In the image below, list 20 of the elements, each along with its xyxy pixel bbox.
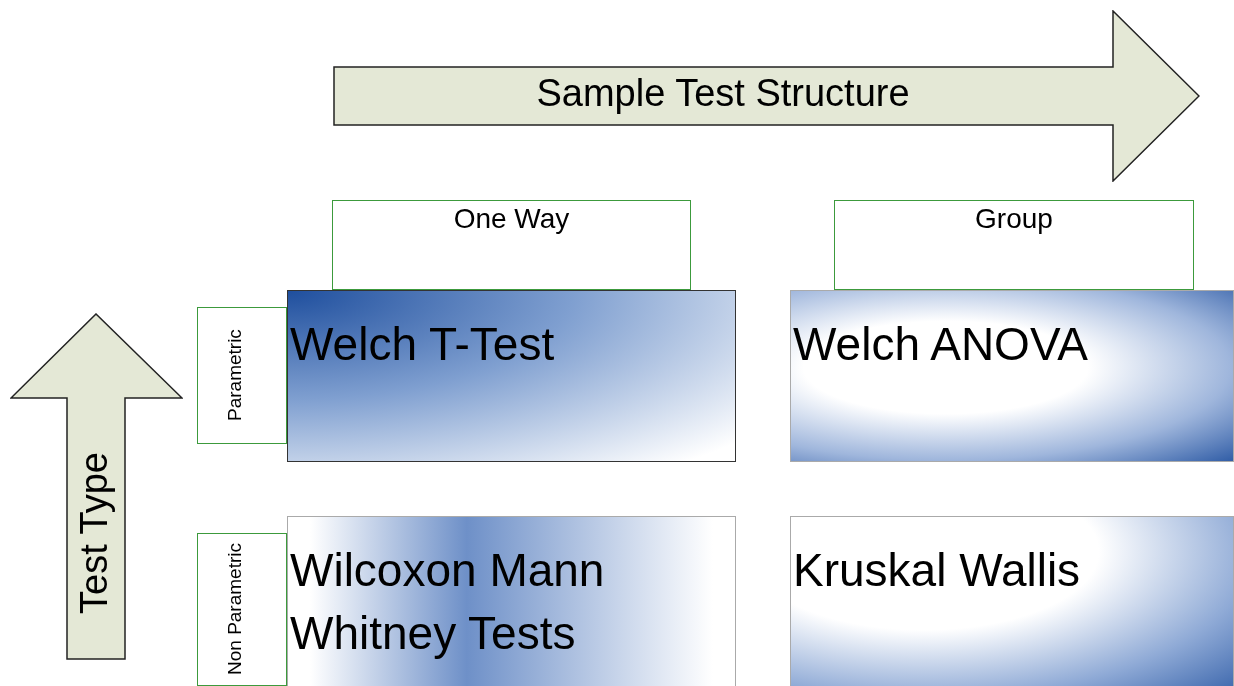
column-tab [834,200,1194,290]
test-cell [790,516,1234,686]
test-cell [790,290,1234,462]
test-name: Welch ANOVA [793,317,1089,372]
test-name: Wilcoxon Mann Whitney Tests [290,543,606,662]
axis-title: Test Type [73,451,116,616]
row-heading: Non Parametric [224,542,246,678]
row-heading: Parametric [224,328,246,424]
test-cell [287,516,736,686]
block-arrow [10,313,183,660]
row-tab [197,307,287,444]
block-arrow [333,10,1200,182]
row-tab [197,533,287,686]
test-name: Kruskal Wallis [793,543,1082,598]
axis-title: Sample Test Structure [535,72,911,116]
column-heading: Group [974,203,1054,236]
test-cell [287,290,736,462]
column-heading: One Way [452,203,571,236]
test-name: Welch T-Test [290,317,556,372]
column-tab [332,200,691,290]
